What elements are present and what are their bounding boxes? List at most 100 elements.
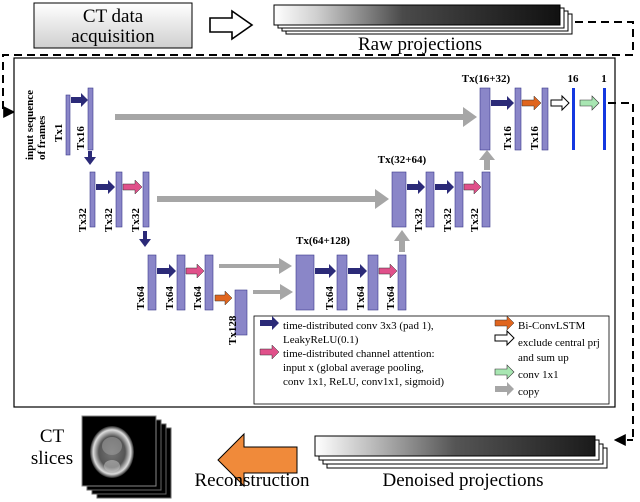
- conv1x1-arrow-icon: [579, 95, 600, 111]
- reconstruction-arrow: [217, 432, 298, 488]
- legend-box: [253, 315, 610, 405]
- block-l2-c: [142, 171, 150, 228]
- block-l1-concat: [479, 87, 491, 151]
- conv-arrows: [71, 93, 514, 278]
- biconvlstm-arrow-icon: [214, 290, 233, 306]
- flow-connector-out: [608, 102, 634, 440]
- block-l3-concat: [295, 254, 315, 311]
- block-l3-dec-a: [336, 254, 348, 311]
- conv-down-arrow-icon: [84, 151, 96, 165]
- output-bar-16: [572, 88, 575, 150]
- legend-conv1x1: conv 1x1: [518, 369, 559, 381]
- block-l2-dec-a: [425, 171, 435, 228]
- dim-tx32-d3: Tx32: [469, 208, 481, 232]
- block-l2-dec-b: [454, 171, 464, 228]
- denoised-projections-label: Denoised projections: [383, 470, 544, 491]
- legend-biconvlstm-icon: [494, 315, 515, 331]
- reconstruction-label: Reconstruction: [194, 470, 310, 491]
- copy-arrow-icon: [253, 284, 293, 300]
- acquisition-label-line2: acquisition: [71, 26, 155, 47]
- dim-tx32-l2c: Tx32: [130, 208, 142, 232]
- legend-attention-line3: conv 1x1, ReLU, conv1x1, sigmoid): [283, 376, 444, 388]
- block-l2-b: [115, 171, 123, 228]
- copy-up-arrow-icon: [479, 150, 495, 170]
- exclude-sum-arrow-icon: [550, 94, 570, 112]
- legend-attention-line1: time-distributed channel attention:: [283, 348, 435, 360]
- legend-exclude-icon: [494, 329, 515, 347]
- dim-tx16-left: Tx16: [75, 126, 87, 150]
- dim-tx64-d1: Tx64: [324, 286, 336, 310]
- block-l1-dec-a: [514, 87, 522, 151]
- block-l2-dec-c: [481, 171, 491, 228]
- dim-tx1: Tx1: [53, 124, 65, 142]
- conv-down-arrow-icon: [139, 231, 151, 247]
- biconvlstm-arrow-icon: [521, 95, 542, 111]
- attention-arrow-icon: [463, 179, 482, 195]
- block-l3-dec-c: [397, 254, 407, 311]
- dim-tx32-l2a: Tx32: [77, 208, 89, 232]
- acquisition-arrow: [209, 9, 254, 41]
- acquisition-box: [33, 2, 193, 49]
- dim-tx64-d3: Tx64: [385, 286, 397, 310]
- block-l3-c: [204, 254, 214, 311]
- ct-slices-stack: [81, 415, 172, 499]
- dim-tx32-l2b: Tx32: [103, 208, 115, 232]
- conv-arrow-icon: [315, 264, 336, 278]
- block-l1-dec-b: [541, 87, 549, 151]
- block-l3-dec-b: [367, 254, 379, 311]
- copy-arrow-icon: [157, 189, 389, 209]
- block-l1-input: [65, 94, 71, 156]
- legend-exclude-line1: exclude central prj: [518, 337, 600, 349]
- dim-tx16-d2: Tx16: [529, 126, 541, 150]
- denoised-projections-stack: [314, 435, 608, 469]
- ct-slices-line2: slices: [31, 448, 73, 469]
- legend-conv-icon: [260, 316, 279, 330]
- block-l3-b: [176, 254, 186, 311]
- dim-out-1: 1: [601, 73, 607, 85]
- biconvlstm-arrows: [214, 95, 542, 306]
- legend-biconvlstm: Bi-ConvLSTM: [518, 320, 585, 332]
- legend-conv-line1: time-distributed conv 3x3 (pad 1),: [283, 320, 434, 332]
- legend-conv1x1-icon: [494, 364, 515, 380]
- dim-cat-64-128: Tx(64+128): [296, 235, 350, 247]
- copy-up-arrow-icon: [394, 230, 410, 252]
- legend-exclude-line2: and sum up: [518, 352, 569, 364]
- output-bar-1: [603, 88, 606, 150]
- copy-arrow-icon: [115, 107, 477, 127]
- block-l3-a: [147, 254, 157, 311]
- legend-copy-icon: [495, 382, 514, 396]
- dim-cat-32-64: Tx(32+64): [378, 154, 427, 166]
- conv-arrow-icon: [435, 180, 454, 194]
- dim-tx64-l3b: Tx64: [164, 286, 176, 310]
- attention-arrow-icon: [185, 263, 205, 279]
- dim-tx32-d1: Tx32: [413, 208, 425, 232]
- conv-arrow-icon: [157, 264, 176, 278]
- conv-arrow-icon: [96, 180, 115, 194]
- input-label-line1: input sequence: [24, 90, 36, 160]
- block-l1-conv: [87, 87, 94, 151]
- raw-projections-label: Raw projections: [358, 34, 482, 55]
- dim-tx128: Tx128: [227, 315, 239, 345]
- legend-copy: copy: [518, 386, 540, 398]
- dim-tx64-l3a: Tx64: [135, 286, 147, 310]
- dim-tx16-d1: Tx16: [502, 126, 514, 150]
- dim-tx64-l3c: Tx64: [192, 286, 204, 310]
- conv-arrow-icon: [71, 93, 88, 107]
- dim-tx32-d2: Tx32: [442, 208, 454, 232]
- raw-projections-stack: [273, 4, 573, 35]
- block-bottleneck: [234, 289, 248, 336]
- conv-arrow-icon: [491, 96, 514, 110]
- flow-connector-in: [2, 21, 634, 118]
- attention-arrows: [122, 179, 482, 279]
- ct-slices-line1: CT: [40, 426, 65, 447]
- dim-cat-16-32: Tx(16+32): [462, 73, 511, 85]
- conv-arrow-icon: [348, 264, 367, 278]
- copy-arrow-icon: [219, 258, 292, 274]
- legend-attention-icon: [259, 344, 280, 360]
- legend-attention-line2: input x (global average pooling,: [283, 362, 424, 374]
- attention-arrow-icon: [378, 263, 398, 279]
- conv-arrow-icon: [407, 180, 425, 194]
- dim-tx64-d2: Tx64: [355, 286, 367, 310]
